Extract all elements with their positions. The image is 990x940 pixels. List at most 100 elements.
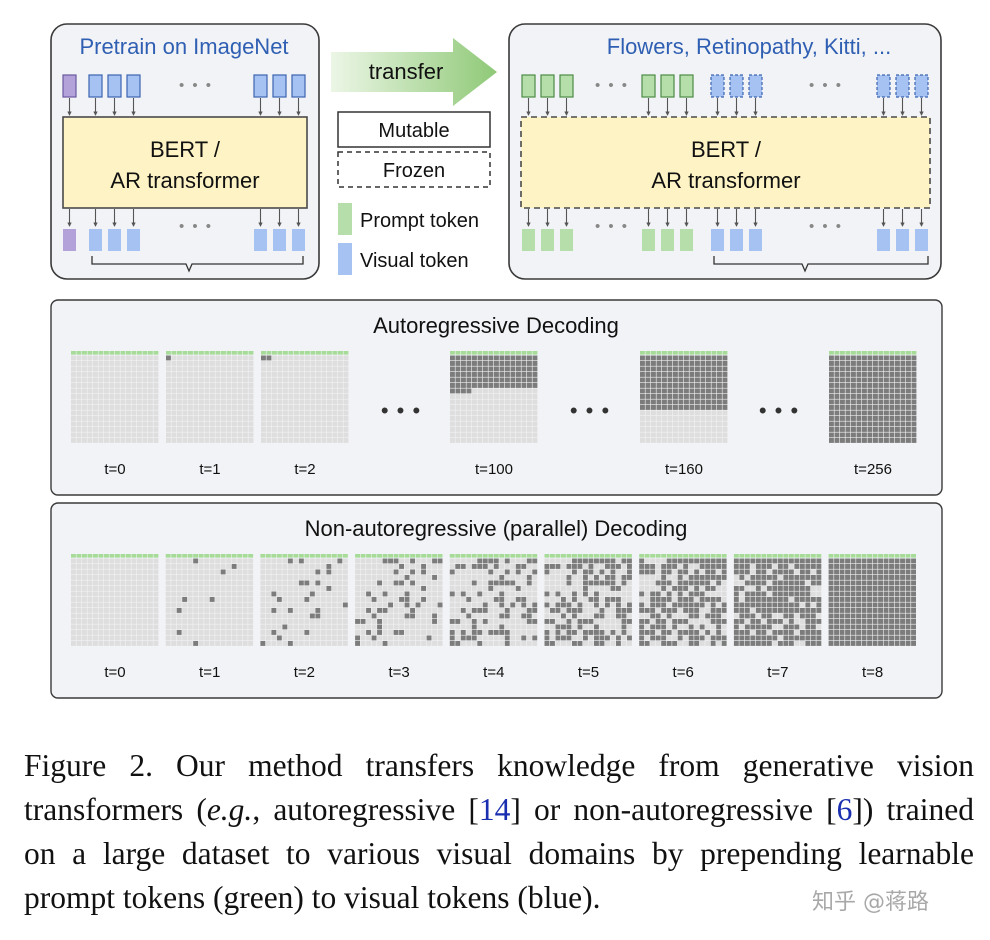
image-cell [805, 608, 811, 613]
image-cell [878, 619, 883, 624]
image-cell [137, 602, 142, 608]
image-cell [878, 558, 883, 564]
image-cell [142, 569, 148, 575]
image-cell [850, 564, 856, 569]
image-cell [193, 427, 199, 432]
frozen-legend-label: Frozen [383, 160, 445, 182]
image-cell [694, 569, 700, 575]
image-cell [142, 619, 148, 624]
image-cell [131, 377, 137, 383]
prompt-cell [594, 554, 599, 558]
image-cell [621, 641, 627, 646]
image-cell [526, 591, 532, 597]
frozen-transformer-label-line2: AR transformer [651, 168, 800, 193]
image-cell [193, 575, 199, 580]
image-cell [377, 564, 382, 569]
image-cell [477, 377, 483, 383]
image-cell [226, 586, 232, 591]
prompt-cell [482, 554, 488, 558]
image-cell [755, 569, 761, 575]
image-cell [326, 619, 332, 624]
image-cell [288, 399, 294, 405]
image-cell [583, 558, 588, 564]
image-cell [694, 597, 700, 602]
image-cell [555, 608, 561, 613]
image-cell [705, 641, 711, 646]
image-cell [366, 586, 371, 591]
image-cell [337, 586, 343, 591]
image-cell [342, 597, 348, 602]
image-cell [499, 388, 505, 394]
prompt-token [680, 229, 693, 251]
token-grid [450, 351, 538, 443]
image-cell [243, 427, 248, 432]
image-cell [193, 591, 199, 597]
image-cell [450, 372, 455, 377]
prompt-cell [610, 554, 616, 558]
image-cell [261, 394, 266, 399]
image-cell [884, 377, 889, 383]
image-cell [655, 619, 661, 624]
image-cell [872, 641, 878, 646]
caption-ref-14[interactable]: 14 [478, 792, 511, 827]
image-cell [426, 641, 432, 646]
prompt-cell [360, 554, 366, 558]
image-cell [237, 624, 243, 630]
image-cell [839, 591, 845, 597]
image-cell [126, 410, 131, 416]
image-cell [237, 377, 243, 383]
image-cell [215, 421, 221, 427]
image-cell [627, 613, 632, 619]
prompt-cell [772, 554, 778, 558]
image-cell [673, 361, 678, 366]
image-cell [93, 361, 98, 366]
image-cell [610, 613, 616, 619]
image-cell [182, 624, 188, 630]
image-cell [148, 416, 153, 421]
image-cell [788, 630, 794, 635]
image-cell [733, 569, 739, 575]
step-label: t=3 [388, 664, 409, 681]
image-cell [248, 613, 254, 619]
image-cell [360, 608, 366, 613]
image-cell [621, 591, 627, 597]
image-cell [120, 558, 126, 564]
image-cell [209, 641, 215, 646]
image-cell [204, 597, 210, 602]
image-cell [656, 432, 662, 438]
image-cell [193, 394, 199, 399]
image-cell [232, 427, 237, 432]
image-cell [816, 602, 822, 608]
image-cell [588, 630, 594, 635]
image-cell [684, 372, 689, 377]
image-cell [82, 361, 87, 366]
image-cell [616, 580, 621, 586]
image-cell [232, 438, 237, 443]
image-cell [377, 630, 382, 635]
image-cell [248, 366, 254, 372]
image-cell [153, 355, 159, 361]
image-cell [688, 635, 694, 641]
image-cell [299, 416, 305, 421]
image-cell [750, 558, 756, 564]
image-cell [109, 388, 115, 394]
image-cell [115, 383, 120, 388]
image-cell [415, 558, 421, 564]
image-cell [744, 602, 750, 608]
image-cell [305, 432, 310, 438]
image-cell [911, 432, 917, 438]
image-cell [449, 619, 455, 624]
image-cell [271, 558, 277, 564]
prompt-cell [120, 554, 126, 558]
image-cell [449, 586, 455, 591]
image-cell [310, 438, 316, 443]
image-cell [109, 416, 115, 421]
caption-ref-6[interactable]: 6 [836, 792, 853, 827]
image-cell [265, 635, 271, 641]
image-cell [455, 608, 461, 613]
image-cell [305, 438, 310, 443]
image-cell [488, 613, 494, 619]
image-cell [410, 635, 415, 641]
image-cell [215, 602, 221, 608]
image-cell [231, 630, 237, 635]
